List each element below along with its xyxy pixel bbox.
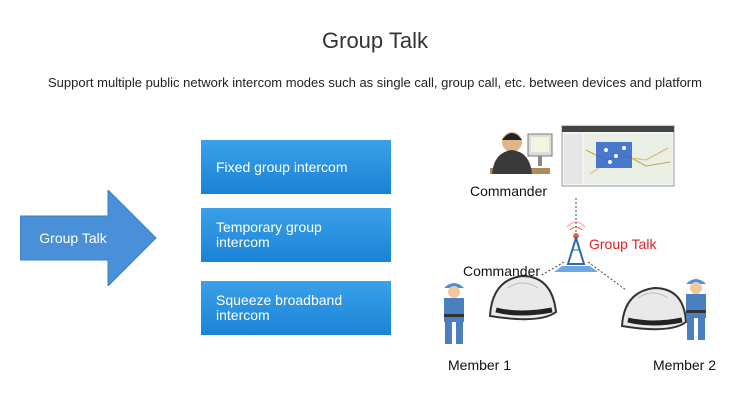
mode-squeeze-broadband: Squeeze broadband intercom	[201, 281, 391, 335]
commander-top-label: Commander	[470, 183, 548, 199]
worker-icon	[686, 279, 706, 340]
monitor-map-icon	[561, 125, 675, 187]
mode-label: Temporary group intercom	[216, 219, 322, 250]
member2-label: Member 2	[653, 357, 717, 373]
mode-fixed-group: Fixed group intercom	[201, 140, 391, 194]
mode-temporary-group: Temporary group intercom	[201, 208, 391, 262]
mode-label: Squeeze broadband intercom	[216, 292, 343, 323]
arrow-label: Group Talk	[39, 230, 107, 246]
helmet-icon	[488, 274, 558, 321]
network-scene	[444, 125, 706, 344]
member1-label: Member 1	[448, 357, 512, 373]
operator-icon	[490, 132, 553, 174]
commander-mid-label: Commander	[463, 263, 541, 279]
tower-icon	[554, 221, 598, 272]
mode-label: Fixed group intercom	[216, 158, 348, 175]
link-lines	[539, 198, 627, 291]
group-talk-label: Group Talk	[589, 236, 657, 252]
diagram-title: Group Talk	[322, 28, 428, 53]
group-talk-arrow	[20, 190, 157, 286]
helmet-icon	[620, 286, 688, 331]
diagram-subtitle: Support multiple public network intercom…	[48, 75, 702, 90]
worker-icon	[444, 283, 464, 344]
